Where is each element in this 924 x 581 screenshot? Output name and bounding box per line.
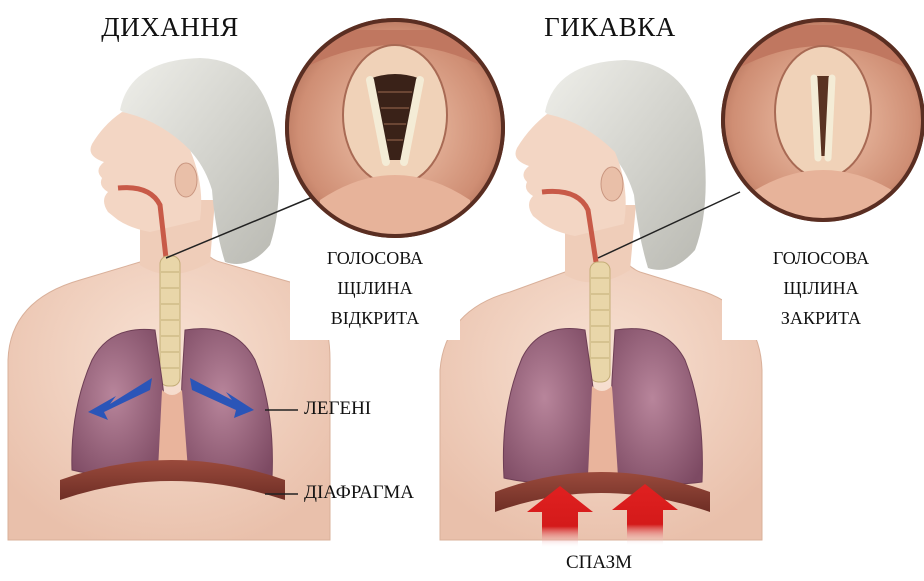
caption-line: ЩІЛИНА — [746, 273, 896, 303]
spasm-label: СПАЗМ — [566, 552, 686, 574]
closed-glottis-magnifier — [715, 15, 924, 230]
diaphragm-label: ДІАФРАГМА — [304, 482, 474, 504]
caption-line: ЗАКРИТА — [746, 303, 896, 333]
right-trachea — [590, 262, 610, 382]
closed-vocal-cord-left — [814, 78, 818, 158]
left-trachea — [160, 256, 180, 386]
caption-line: ЩІЛИНА — [300, 273, 450, 303]
open-glottis-caption: ГОЛОСОВА ЩІЛИНА ВІДКРИТА — [300, 243, 450, 333]
breathing-title: ДИХАННЯ — [80, 12, 260, 43]
open-glottis-magnifier — [280, 15, 510, 245]
caption-line: ГОЛОСОВА — [746, 243, 896, 273]
caption-line: ВІДКРИТА — [300, 303, 450, 333]
breathing-figure — [8, 58, 330, 540]
closed-vocal-cord-right — [828, 78, 832, 158]
caption-line: ГОЛОСОВА — [300, 243, 450, 273]
left-ear — [175, 163, 197, 197]
closed-glottis-caption: ГОЛОСОВА ЩІЛИНА ЗАКРИТА — [746, 243, 896, 333]
lungs-label: ЛЕГЕНІ — [304, 398, 434, 420]
right-ear — [601, 167, 623, 201]
hiccup-title: ГИКАВКА — [520, 12, 700, 43]
